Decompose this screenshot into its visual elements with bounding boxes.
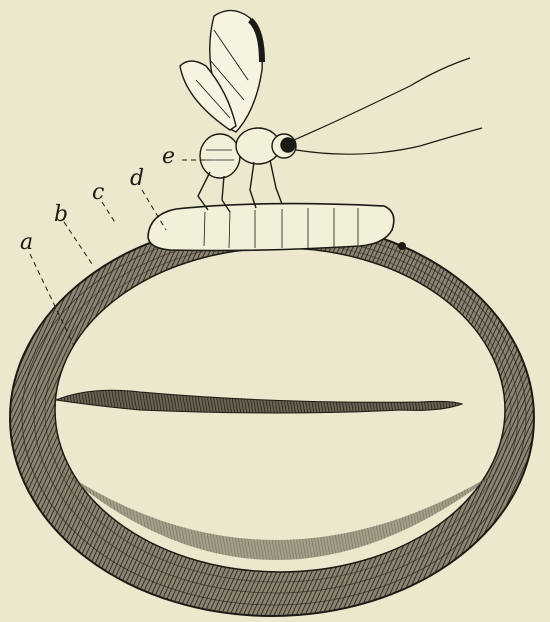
wasp — [180, 10, 482, 212]
label-b: b — [54, 204, 68, 226]
label-c: c — [92, 182, 104, 204]
label-a: a — [20, 232, 33, 254]
label-d: d — [130, 168, 144, 190]
seed-coat — [10, 220, 534, 616]
larva — [148, 204, 406, 251]
label-e: e — [162, 146, 175, 168]
